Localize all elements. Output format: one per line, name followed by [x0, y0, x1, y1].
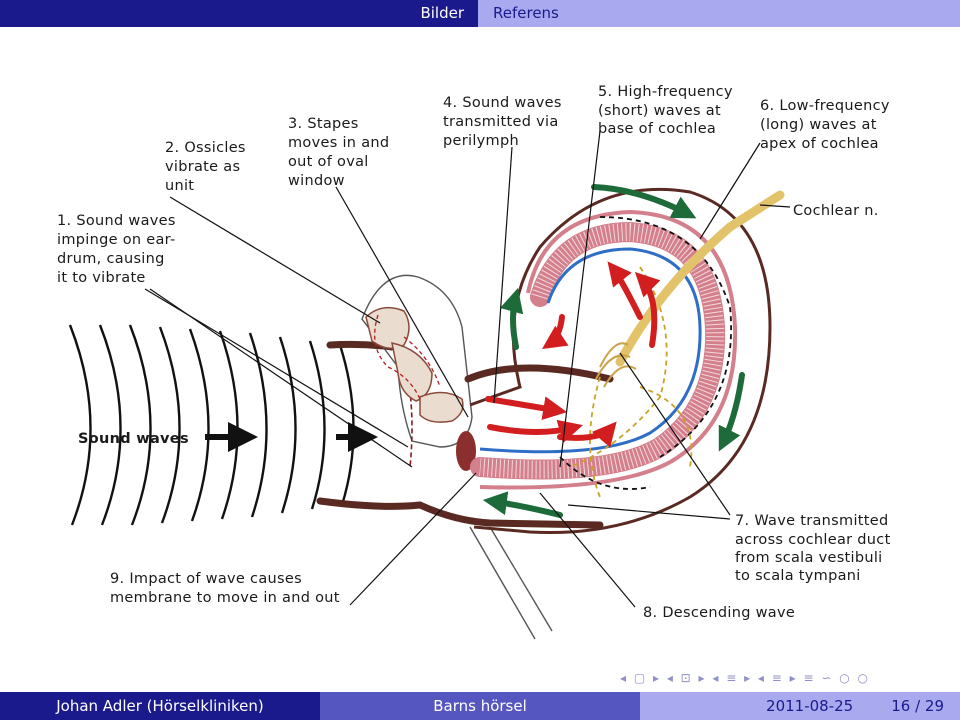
label-3-line-1: 3. Stapes [288, 116, 359, 132]
label-1: 1. Sound waves impinge on ear- drum, cau… [57, 213, 176, 286]
label-7-line-2: across cochlear duct [735, 532, 891, 548]
label-6-line-3: apex of cochlea [760, 136, 879, 152]
footer-date: 2011-08-25 [766, 697, 854, 715]
label-2: 2. Ossicles vibrate as unit [165, 140, 246, 194]
label-5-line-1: 5. High-frequency [598, 84, 733, 100]
label-7-line-4: to scala tympani [735, 568, 861, 584]
label-5-line-2: (short) waves at [598, 103, 721, 119]
label-7-line-3: from scala vestibuli [735, 550, 883, 566]
label-2-line-3: unit [165, 178, 194, 194]
label-sound-waves: Sound waves [78, 431, 189, 447]
footer-title: Barns hörsel [320, 692, 640, 720]
label-4-line-3: perilymph [443, 133, 519, 149]
label-4-line-1: 4. Sound waves [443, 95, 562, 111]
sound-wave-arcs [68, 324, 355, 526]
label-1-line-3: drum, causing [57, 251, 165, 267]
tab-referens[interactable]: Referens [478, 0, 960, 27]
label-1-line-4: it to vibrate [57, 270, 146, 286]
ossicle-motion-lines [374, 314, 441, 400]
label-3-line-2: moves in and [288, 135, 389, 151]
label-5-line-3: base of cochlea [598, 121, 716, 137]
round-window [456, 431, 476, 471]
footer-bar: Johan Adler (Hörselkliniken) Barns hörse… [0, 692, 960, 720]
label-8: 8. Descending wave [643, 605, 795, 621]
label-9-line-2: membrane to move in and out [110, 590, 340, 606]
label-2-line-1: 2. Ossicles [165, 140, 246, 156]
label-1-line-2: impinge on ear- [57, 232, 176, 248]
label-3: 3. Stapes moves in and out of oval windo… [288, 116, 389, 189]
cochlear-nerve [615, 190, 785, 367]
cochlear-duct-stripes [479, 222, 725, 479]
label-4-line-2: transmitted via [443, 114, 559, 130]
label-9-line-1: 9. Impact of wave causes [110, 571, 302, 587]
footer-meta: 2011-08-25 16 / 29 [640, 692, 960, 720]
tube-outline [469, 526, 553, 640]
basilar-membrane-blue [479, 247, 702, 454]
label-cochlear-nerve: Cochlear n. [793, 203, 879, 219]
cochlea-outer [469, 187, 772, 535]
top-navigation-bar: Bilder Referens [0, 0, 960, 27]
red-wave-arrows [485, 261, 661, 448]
eustachian-tube [416, 364, 614, 529]
label-6-line-2: (long) waves at [760, 117, 877, 133]
inner-cochlea-duct [479, 209, 738, 490]
tab-bilder[interactable]: Bilder [0, 0, 478, 27]
label-1-line-1: 1. Sound waves [57, 213, 176, 229]
label-3-line-4: window [288, 173, 345, 189]
label-2-line-2: vibrate as [165, 159, 240, 175]
middle-ear-cavity [361, 274, 473, 448]
green-wave-arrows [482, 184, 745, 518]
beamer-navigation-symbols[interactable]: ◂ ▢ ▸ ◂ ⊡ ▸ ◂ ≡ ▸ ◂ ≡ ▸ ≡ ∽ ○ ○ [620, 671, 870, 685]
nerve-fibers [595, 342, 637, 388]
label-4: 4. Sound waves transmitted via perilymph [443, 95, 562, 149]
label-6: 6. Low-frequency (long) waves at apex of… [760, 98, 890, 152]
label-leader-lines [144, 130, 791, 608]
ear-sound-transmission-diagram: 1. Sound waves impinge on ear- drum, cau… [57, 84, 891, 640]
label-7: 7. Wave transmitted across cochlear duct… [735, 513, 891, 584]
footer-author: Johan Adler (Hörselkliniken) [0, 692, 320, 720]
label-9: 9. Impact of wave causes membrane to mov… [110, 571, 340, 606]
footer-page-number: 16 / 29 [891, 697, 944, 715]
label-3-line-3: out of oval [288, 154, 369, 170]
label-5: 5. High-frequency (short) waves at base … [598, 84, 733, 137]
label-7-line-1: 7. Wave transmitted [735, 513, 888, 529]
label-6-line-1: 6. Low-frequency [760, 98, 890, 114]
